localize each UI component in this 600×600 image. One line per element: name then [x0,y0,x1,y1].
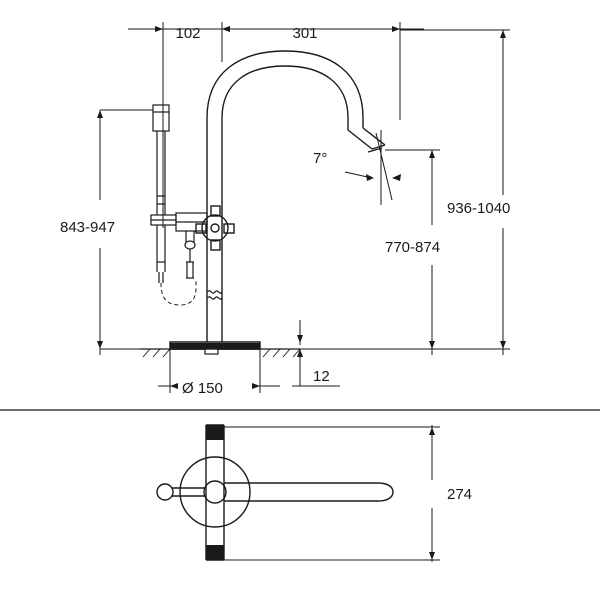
dimension-label-274: 274 [447,486,472,503]
dimension-label-102: 102 [175,25,200,42]
dimension-arrows-843-947 [97,110,103,349]
plan-column-fill [206,425,224,560]
dimension-line-diam-150 [158,349,280,393]
dimension-arrows-301 [222,26,400,32]
dimension-label-843-947: 843-947 [60,219,115,236]
base-plate-fill [170,343,260,349]
break-symbol [206,290,223,300]
dimension-arrows-274 [429,427,435,560]
dimension-label-12: 12 [313,368,330,385]
dimension-arrows-diam-150 [170,383,260,389]
dimension-label-301: 301 [292,25,317,42]
dimension-label-diam-150: Ø 150 [182,380,223,397]
dimension-label-angle-7: 7° [313,150,327,167]
plan-spout-arm [224,482,394,502]
hand-shower [152,104,170,283]
dimension-arrows-936-1040 [500,30,506,349]
dimension-line-770-874 [385,149,440,355]
shower-hose [160,280,197,306]
dimension-arrows-770-874 [429,150,435,349]
spout-outline [206,50,364,228]
dimension-arrows-12 [297,335,303,357]
angle-arrows-7deg [366,174,401,181]
riser-column [206,228,223,349]
dimension-line-274 [224,425,440,562]
diverter-block [175,212,208,279]
angle-indicator-7deg [344,130,393,205]
valve-body-hub [195,205,235,251]
floor-outlet-nub [204,348,219,355]
plan-handle-left [156,483,205,501]
dimension-line-936-1040 [300,29,510,355]
extension-lines-top [162,22,401,228]
dimension-label-936-1040: 936-1040 [447,200,510,217]
plan-handle-hub [203,480,227,504]
plan-escutcheon [179,456,251,528]
dimension-line-843-947 [99,109,153,355]
floor-hatch [142,348,301,358]
dimension-label-770-874: 770-874 [385,239,440,256]
hand-shower-bracket [150,214,177,226]
